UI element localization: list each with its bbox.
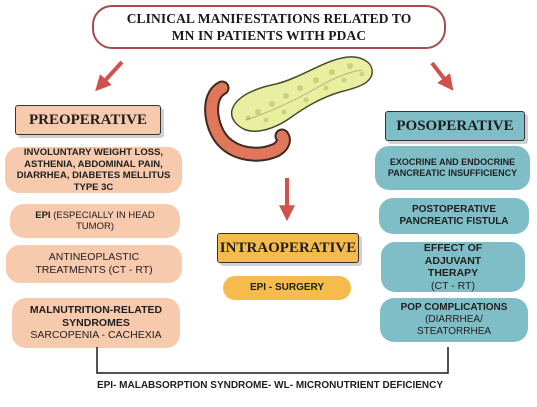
diagram-title: CLINICAL MANIFESTATIONS RELATED TO MN IN… — [92, 5, 446, 49]
preoperative-item-2: EPI (ESPECIALLY IN HEAD TUMOR) — [10, 204, 180, 238]
arrow-down-right — [430, 61, 454, 91]
posoperative-item-1: EXOCRINE AND ENDOCRINE PANCREATIC INSUFF… — [375, 146, 530, 190]
preoperative-item-3: ANTINEOPLASTIC TREATMENTS (CT - RT) — [6, 245, 182, 283]
preoperative-item-4: MALNUTRITION-RELATED SYNDROMES SARCOPENI… — [12, 298, 180, 348]
posoperative-item-3: EFFECT OF ADJUVANT THERAPY (CT - RT) — [381, 242, 525, 292]
intraoperative-item: EPI - SURGERY — [223, 276, 351, 300]
arrow-down-left — [95, 60, 124, 92]
footer-text: EPI- MALABSORPTION SYNDROME- WL- MICRONU… — [96, 380, 444, 391]
posoperative-item-4: POP COMPLICATIONS (DIARRHEA/ STEATORRHEA — [380, 298, 528, 342]
pancreas-illustration — [204, 56, 373, 162]
preoperative-heading: PREOPERATIVE — [15, 105, 161, 135]
preoperative-item-1: INVOLUNTARY WEIGHT LOSS, ASTHENIA, ABDOM… — [5, 147, 182, 193]
posoperative-item-2: POSTOPERATIVE PANCREATIC FISTULA — [379, 198, 529, 234]
posoperative-heading: POSOPERATIVE — [385, 111, 525, 141]
intraoperative-heading: INTRAOPERATIVE — [217, 233, 359, 263]
